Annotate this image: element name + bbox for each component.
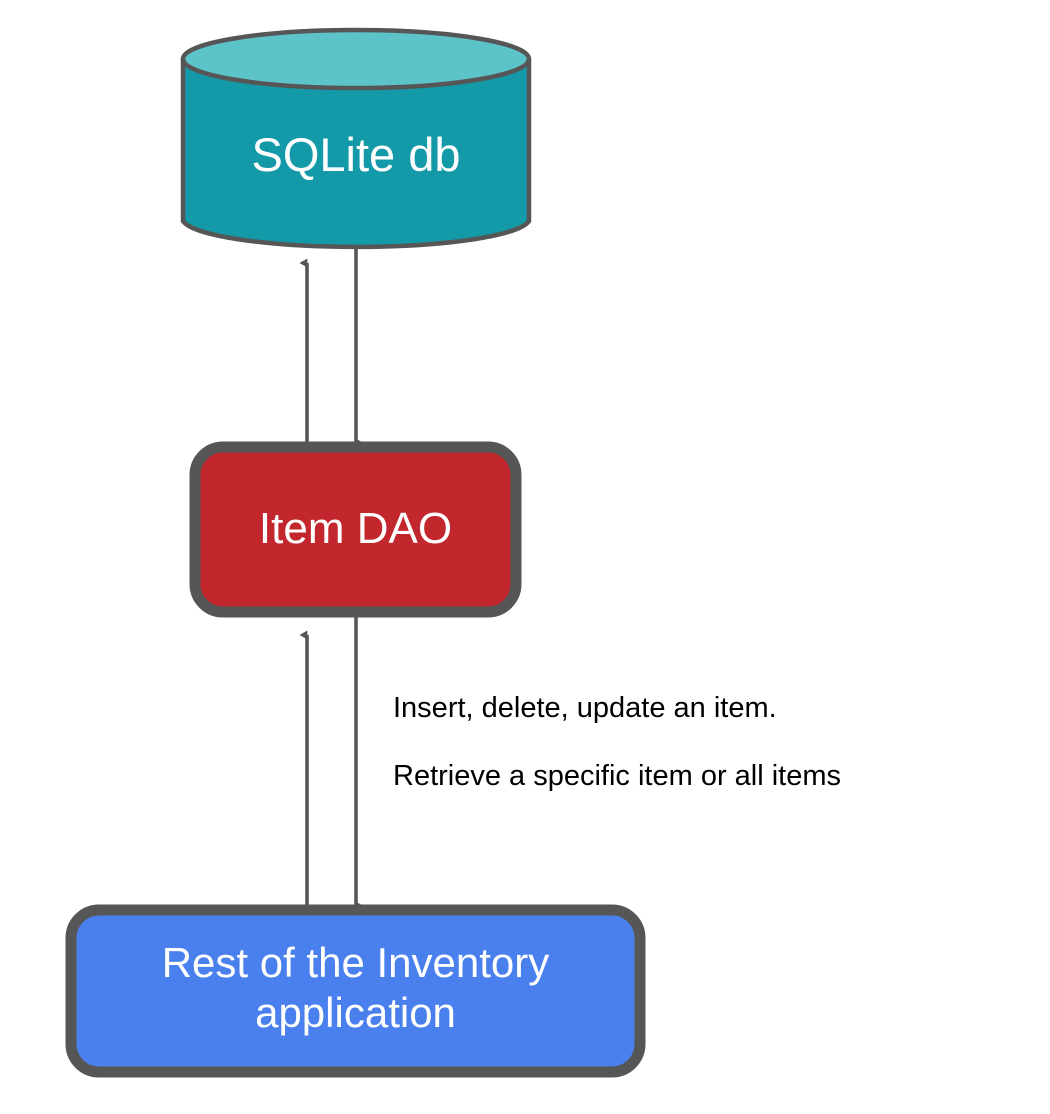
annotation-line-insert-delete-update: Insert, delete, update an item. xyxy=(393,692,777,724)
item-dao-rect xyxy=(189,441,522,618)
cylinder-body xyxy=(180,56,532,250)
node-sqlite-db[interactable] xyxy=(180,27,532,250)
cylinder-top-ellipse xyxy=(180,27,532,91)
dao-operations-annotation: Insert, delete, update an item. Retrieve… xyxy=(393,694,1023,791)
node-rest-of-inventory-application[interactable] xyxy=(65,904,646,1078)
rest-app-rect xyxy=(65,904,646,1078)
node-item-dao[interactable] xyxy=(189,441,522,618)
annotation-line-retrieve: Retrieve a specific item or all items xyxy=(393,760,842,792)
